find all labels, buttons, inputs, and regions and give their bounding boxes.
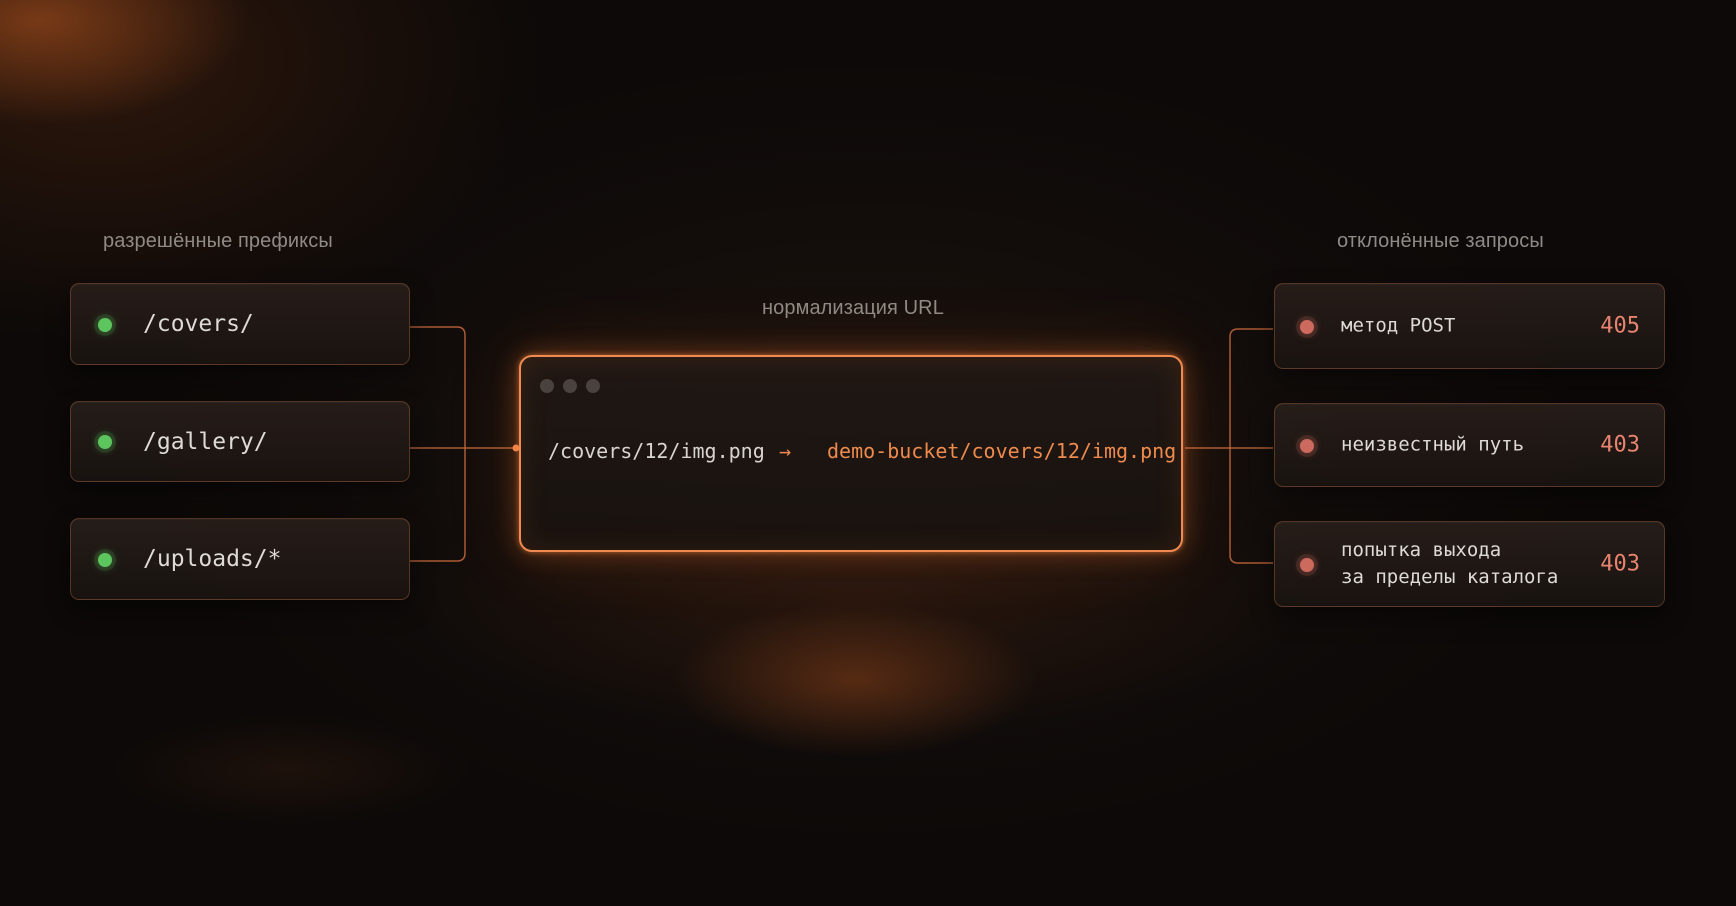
- right-bracket-line: [1229, 328, 1273, 564]
- normalization-window: /covers/12/img.png → demo-bucket/covers/…: [519, 355, 1183, 552]
- rejected-status-dot: [1300, 439, 1314, 453]
- prefix-path: /covers/: [143, 311, 254, 337]
- allowed-status-dot: [98, 435, 112, 449]
- prefix-path: /gallery/: [143, 428, 268, 455]
- prefix-path: /uploads/*: [143, 546, 282, 572]
- normalize-label: нормализация URL: [762, 297, 944, 319]
- window-dot-icon: [563, 379, 577, 393]
- rejection-reason: неизвестный путь: [1341, 433, 1525, 456]
- prefix-card-covers: /covers/: [70, 283, 410, 365]
- left-bracket-line: [410, 326, 466, 562]
- feed-arrow-head: [512, 444, 520, 452]
- input-path: /covers/12/img.png: [548, 439, 765, 463]
- rejection-reason: метод POST: [1341, 314, 1456, 337]
- rejection-reason: попытка выхода за пределы каталога: [1341, 539, 1559, 588]
- rejected-card-post: метод POST 405: [1274, 283, 1665, 369]
- allowed-status-dot: [98, 318, 112, 332]
- allowed-prefixes-label: разрешённые префиксы: [103, 230, 333, 252]
- rejected-card-path-traversal: попытка выхода за пределы каталога 403: [1274, 521, 1665, 607]
- rejected-status-dot: [1300, 558, 1314, 572]
- window-dot-icon: [540, 379, 554, 393]
- window-dot-icon: [586, 379, 600, 393]
- allowed-status-dot: [98, 553, 112, 567]
- prefix-card-gallery: /gallery/: [70, 401, 410, 482]
- rejected-status-dot: [1300, 320, 1314, 334]
- output-path: demo-bucket/covers/12/img.png: [827, 439, 1177, 463]
- status-code: 403: [1600, 551, 1640, 577]
- rejected-requests-label: отклонённые запросы: [1337, 230, 1544, 252]
- arrow-right-icon: →: [779, 439, 792, 463]
- status-code: 405: [1600, 313, 1640, 339]
- rejected-card-unknown-path: неизвестный путь 403: [1274, 403, 1665, 487]
- prefix-card-uploads: /uploads/*: [70, 518, 410, 600]
- status-code: 403: [1600, 432, 1640, 458]
